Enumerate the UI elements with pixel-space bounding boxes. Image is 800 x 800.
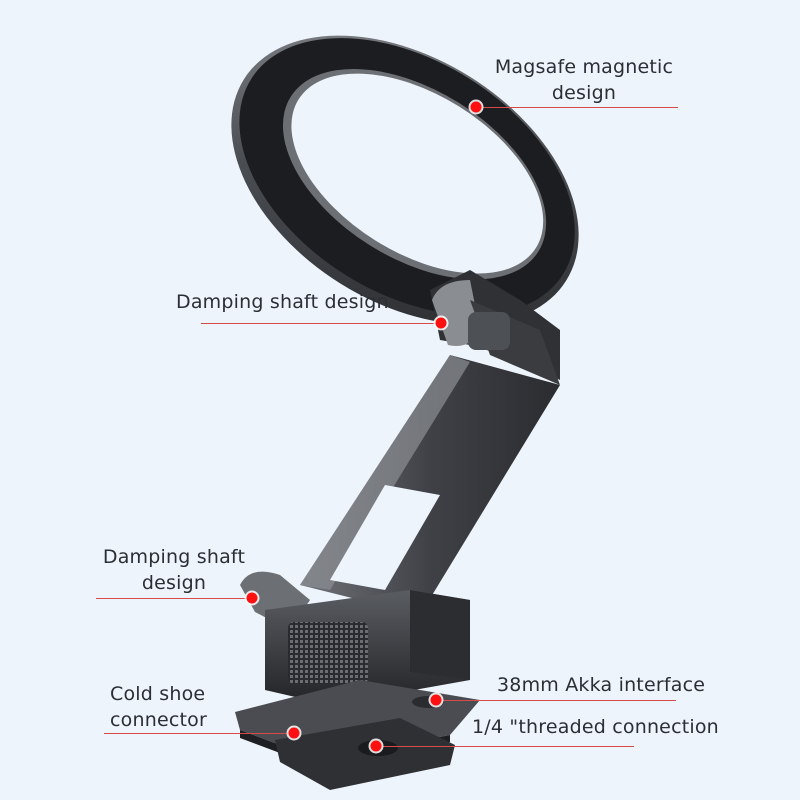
threaded-callout-dot — [370, 740, 382, 752]
cold-shoe-callout-dot — [288, 727, 300, 739]
label-line: Cold shoe — [110, 683, 206, 705]
label-line: 38mm Akka interface — [497, 674, 706, 696]
label-line: Magsafe magnetic — [494, 56, 674, 78]
label-line: design — [141, 572, 207, 594]
upper-damping-callout-label: Damping shaft design — [176, 289, 389, 315]
lower-damping-callout-dot — [246, 592, 258, 604]
magsafe-callout-dot — [470, 101, 482, 113]
label-line: connector — [110, 709, 207, 731]
label-line: 1/4 "threaded connection — [472, 716, 719, 738]
akka-leader-line — [436, 700, 676, 701]
label-line: Damping shaft — [102, 546, 246, 568]
label-line: Damping shaft design — [176, 291, 389, 313]
lower-damping-leader-line — [96, 598, 252, 599]
akka-callout-dot — [430, 694, 442, 706]
threaded-leader-line — [376, 746, 634, 747]
akka-callout-label: 38mm Akka interface — [497, 672, 705, 698]
cold-shoe-callout-label: Cold shoe connector — [110, 681, 207, 733]
magsafe-callout-label: Magsafe magnetic design — [486, 54, 682, 106]
label-line: design — [551, 82, 617, 104]
lower-damping-callout-label: Damping shaft design — [92, 544, 256, 596]
upper-damping-leader-line — [201, 323, 441, 324]
cold-shoe-leader-line — [104, 733, 294, 734]
threaded-callout-label: 1/4 "threaded connection — [472, 714, 719, 740]
upper-damping-callout-dot — [435, 317, 447, 329]
magsafe-leader-line — [476, 107, 678, 108]
